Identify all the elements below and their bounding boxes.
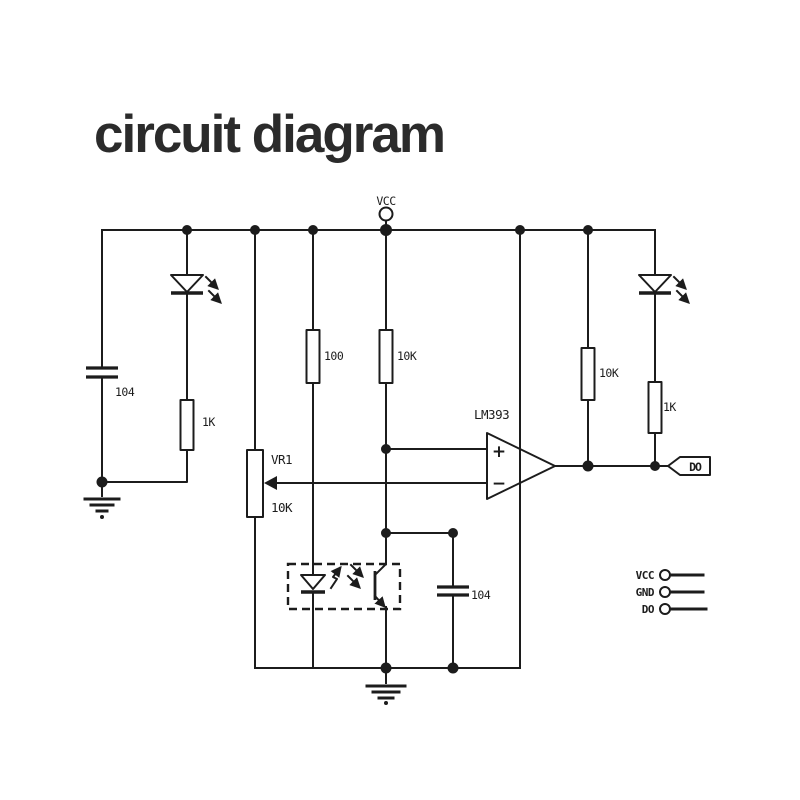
pin-row-do: DO [642, 603, 708, 616]
ground-symbol-left [83, 481, 121, 519]
ir-led-triangle [300, 574, 326, 590]
light-receive-arrows-icon [346, 563, 364, 589]
potentiometer-value: 10K [271, 500, 293, 515]
led-emission-arrows-icon [672, 275, 690, 304]
resistor-body [305, 329, 321, 384]
photo-interrupter-box [286, 562, 402, 611]
vcc-terminal-circle-icon [378, 206, 394, 222]
led-emission-arrows-icon [204, 275, 222, 304]
power-led [170, 274, 222, 304]
resistor-value: 1K [202, 415, 215, 429]
photo-interrupter [286, 532, 402, 669]
comparator-lm393: + − LM393 [474, 407, 556, 500]
capacitor-value: 104 [471, 588, 491, 602]
resistor-body [647, 381, 663, 434]
potentiometer-name: VR1 [271, 452, 292, 467]
pin-label: VCC [636, 569, 654, 582]
do-output-tag: DO [667, 456, 711, 476]
potentiometer-vr1: VR1 10K [246, 449, 294, 518]
resistor-100: 100 [305, 329, 344, 384]
resistor-10k-divider: 10K [378, 329, 417, 384]
ir-emission-bolt-icon [329, 565, 342, 590]
pin-label: GND [636, 586, 655, 599]
resistor-1k-output: 1K [647, 381, 677, 434]
tag-outline-icon [667, 456, 711, 476]
ir-led [300, 565, 342, 594]
capacitor-value: 104 [115, 385, 135, 399]
left-decoupling-capacitor: 104 [86, 366, 135, 399]
wiper-arrowhead-icon [264, 476, 277, 490]
vcc-terminal: VCC [376, 194, 397, 222]
resistor-body [179, 399, 195, 451]
resistor-10k-pullup: 10K [580, 347, 619, 401]
ground-symbol-main [365, 667, 407, 705]
output-led [638, 274, 690, 304]
phototransistor [346, 532, 387, 669]
pin-label: DO [642, 603, 655, 616]
inverting-input-sign: − [492, 474, 506, 494]
vcc-label: VCC [376, 194, 396, 208]
led-triangle [170, 274, 204, 293]
tag-label: DO [689, 460, 702, 474]
collector-lead [373, 532, 387, 577]
junction-dots [96, 224, 660, 674]
power-led-branch [101, 229, 188, 483]
pin-row-gnd: GND [636, 586, 705, 599]
connector-pins: VCC GND DO [636, 569, 708, 616]
noninverting-input-sign: + [492, 442, 506, 462]
resistor-body [580, 347, 596, 401]
wires [101, 220, 669, 669]
resistor-body [378, 329, 394, 384]
pin-circle-icon [659, 569, 671, 581]
pin-row-vcc: VCC [636, 569, 705, 582]
filter-cap-branch [385, 532, 454, 669]
filter-capacitor: 104 [437, 585, 491, 602]
comparator-label: LM393 [474, 407, 509, 422]
pin-circle-icon [659, 586, 671, 598]
led-triangle [638, 274, 672, 293]
resistor-1k-left: 1K [179, 399, 216, 451]
resistor-value: 10K [599, 366, 619, 380]
capacitor-plates [86, 366, 118, 379]
resistor-value: 10K [397, 349, 417, 363]
resistor-value: 1K [663, 400, 676, 414]
resistor-value: 100 [324, 349, 344, 363]
pin-circle-icon [659, 603, 671, 615]
emitter-lead [373, 594, 386, 609]
page-title: circuit diagram [94, 105, 446, 164]
potentiometer-body [246, 449, 264, 518]
capacitor-plates [437, 585, 469, 597]
